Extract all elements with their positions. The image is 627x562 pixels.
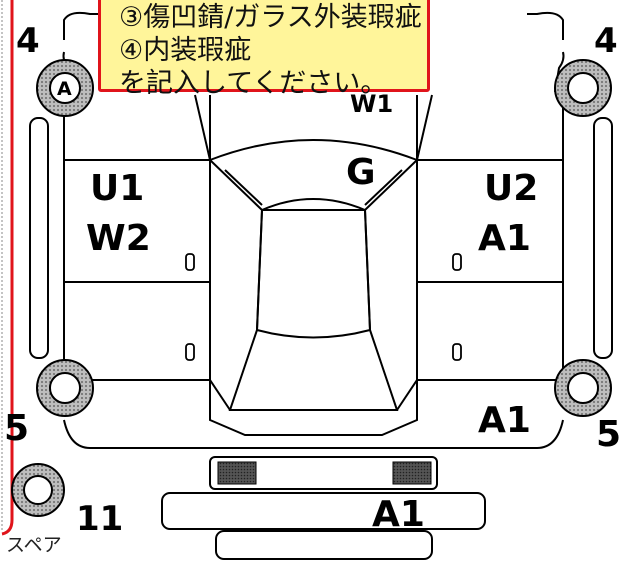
damage-mark-right-front-door-1: U2 (484, 168, 538, 209)
damage-mark-rear-bumper: A1 (372, 494, 425, 535)
car-body-outline (62, 11, 565, 449)
tire-rear-right (554, 359, 612, 417)
corner-number-front-left: 4 (16, 21, 40, 61)
callout-frame-edge (1, 0, 14, 536)
windshield (209, 159, 418, 211)
tire-mark-front-left: A (57, 78, 72, 100)
callout-line-3: を記入してください。 (119, 68, 388, 99)
damage-mark-right-rear-quarter: A1 (478, 400, 531, 441)
instruction-callout: ③傷凹錆/ガラス外装瑕疵 ④内装瑕疵 を記入してください。 (98, 0, 430, 99)
damage-mark-left-front-door-2: W2 (86, 218, 151, 259)
side-bumpers (29, 117, 613, 359)
rear-bumper-lower (215, 530, 433, 560)
tire-front-left (36, 59, 94, 117)
door-handles (185, 253, 462, 361)
rear-plate-area (209, 456, 438, 490)
corner-number-front-right: 4 (594, 21, 618, 61)
damage-mark-windshield: G (346, 152, 376, 193)
roof (255, 198, 372, 339)
damage-mark-left-front-door-1: U1 (90, 168, 144, 209)
corner-number-rear-left: 5 (4, 408, 29, 449)
tire-spare (11, 463, 65, 517)
corner-number-spare: 11 (76, 499, 123, 539)
rear-bumper (161, 492, 486, 530)
tire-front-right (554, 59, 612, 117)
callout-line-1: ③傷凹錆/ガラス外装瑕疵 (119, 2, 422, 33)
spare-label: スペア (6, 534, 62, 556)
damage-mark-hood: W1 (350, 90, 393, 118)
rear-window (228, 329, 399, 411)
tire-rear-left (36, 359, 94, 417)
car-cabin (194, 94, 433, 436)
callout-line-2: ④内装瑕疵 (119, 35, 252, 66)
corner-number-rear-right: 5 (596, 414, 621, 455)
damage-mark-right-front-door-2: A1 (478, 218, 531, 259)
